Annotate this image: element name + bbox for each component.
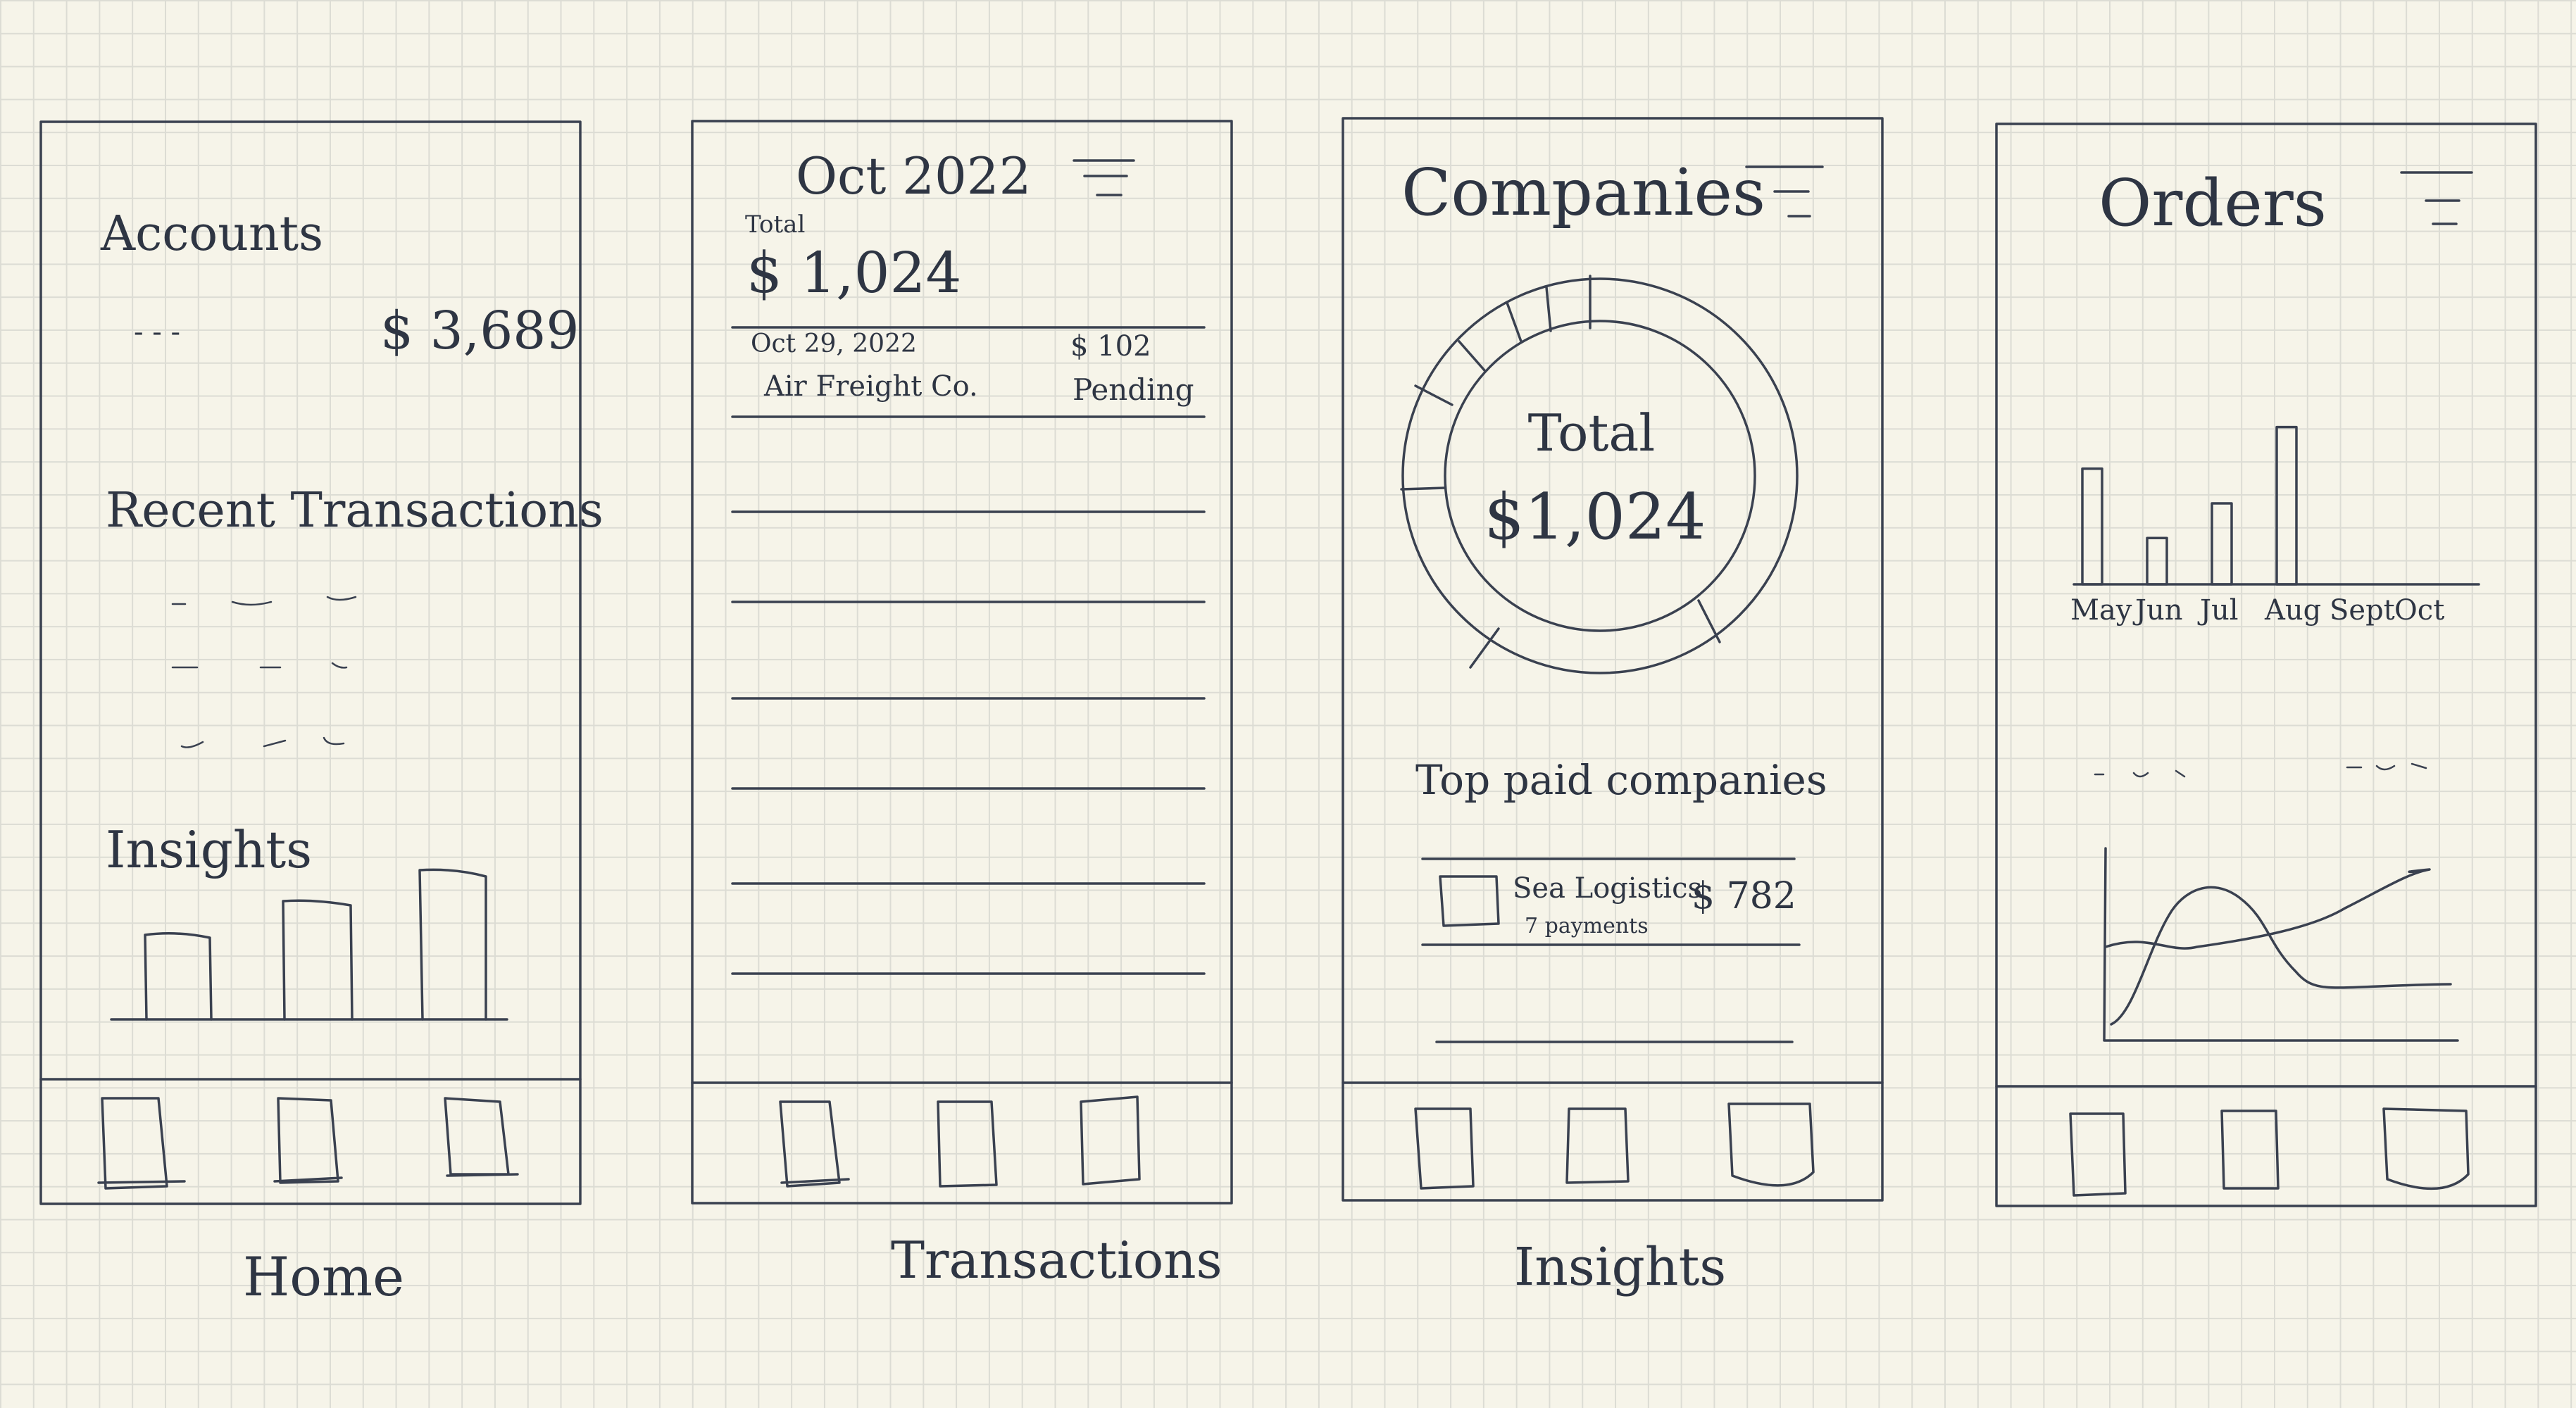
company-amount: $ 782	[1692, 875, 1796, 917]
companies-phone-frame	[1342, 117, 1884, 1202]
transactions-screen: Oct 2022 Total $ 1,024 Oct 29, 2022 $ 10…	[691, 120, 1233, 1290]
x-tick-label: Jun	[2132, 594, 2183, 627]
home-insight-bar	[144, 932, 213, 1021]
donut-total-label: Total	[1528, 403, 1656, 463]
home-tab-bar	[97, 1097, 519, 1190]
tab-square-icon[interactable]	[2069, 1112, 2127, 1197]
company-logo-icon	[1439, 875, 1500, 927]
home-recent-placeholder-marks	[171, 596, 357, 748]
transactions-screen-caption: Transactions	[891, 1231, 1223, 1290]
companies-donut-chart[interactable]: Total $1,024	[1400, 275, 1799, 674]
home-phone-frame	[39, 120, 582, 1205]
bar-aug[interactable]	[2275, 425, 2298, 586]
line-series	[2110, 886, 2452, 1026]
tab-square-icon[interactable]	[273, 1097, 343, 1184]
transaction-date: Oct 29, 2022	[751, 329, 917, 358]
transactions-tab-bar	[779, 1095, 1141, 1188]
donut-total-amount: $1,024	[1484, 480, 1706, 554]
tab-square-icon[interactable]	[1727, 1102, 1815, 1187]
home-accounts-title: Accounts	[100, 206, 323, 262]
transaction-status: Pending	[1073, 372, 1194, 407]
orders-line-chart[interactable]	[2103, 847, 2459, 1042]
transaction-amount: $ 102	[1070, 330, 1151, 363]
x-tick-label: Aug	[2264, 594, 2321, 627]
transactions-total-label: Total	[745, 210, 805, 239]
orders-line-legend-placeholder	[2094, 762, 2427, 778]
x-tick-label: Oct	[2394, 594, 2444, 627]
transaction-list-rows	[731, 415, 1206, 975]
bar-jun[interactable]	[2146, 536, 2168, 586]
tab-square-icon[interactable]	[1080, 1095, 1141, 1186]
transactions-phone-frame	[691, 120, 1233, 1205]
home-accounts-placeholder: - - -	[134, 316, 180, 348]
transaction-merchant: Air Freight Co.	[763, 370, 978, 403]
company-name: Sea Logistics	[1513, 872, 1702, 905]
transactions-total-amount: $ 1,024	[746, 240, 961, 306]
companies-screen: Companies Total $1,024 Top paid companie…	[1342, 117, 1884, 1297]
tab-square-icon[interactable]	[779, 1100, 850, 1188]
home-insights-title: Insights	[106, 820, 312, 879]
x-tick-label: May	[2070, 594, 2132, 627]
donut-inner-ring	[1444, 320, 1756, 632]
companies-tab-bar	[1414, 1102, 1815, 1190]
tab-square-icon[interactable]	[97, 1097, 186, 1190]
orders-phone-frame	[1995, 122, 2537, 1207]
home-accounts-amount[interactable]: $ 3,689	[380, 301, 579, 361]
transaction-row[interactable]: Oct 29, 2022 $ 102 Air Freight Co. Pendi…	[751, 329, 1194, 407]
companies-title: Companies	[1401, 155, 1765, 230]
filter-menu-icon[interactable]	[1073, 159, 1135, 196]
tab-square-icon[interactable]	[1565, 1107, 1630, 1184]
tab-square-icon[interactable]	[937, 1100, 998, 1188]
orders-title: Orders	[2099, 165, 2327, 241]
x-tick-label: Sept	[2330, 594, 2395, 627]
x-tick-label: Jul	[2197, 594, 2239, 627]
filter-menu-icon[interactable]	[2400, 171, 2473, 225]
home-recent-transactions-title: Recent Transactions	[106, 483, 604, 539]
tab-square-icon[interactable]	[1414, 1107, 1475, 1190]
home-insights-bars	[110, 868, 508, 1021]
orders-tab-bar	[2069, 1107, 2470, 1197]
tab-square-icon[interactable]	[2220, 1110, 2280, 1190]
transactions-month-title[interactable]: Oct 2022	[796, 146, 1031, 206]
home-screen-caption: Home	[243, 1245, 404, 1308]
line-series	[2104, 868, 2431, 950]
home-insight-bar	[418, 868, 487, 1021]
bar-jul[interactable]	[2211, 502, 2233, 586]
tab-square-icon[interactable]	[2382, 1107, 2470, 1190]
filter-menu-icon[interactable]	[1745, 165, 1824, 218]
line-chart-axes	[2103, 847, 2459, 1042]
bar-may[interactable]	[2081, 467, 2103, 586]
company-list-item[interactable]: Sea Logistics 7 payments $ 782	[1439, 872, 1796, 938]
donut-segment-dividers	[1400, 275, 1721, 669]
insights-screen-caption: Insights	[1514, 1237, 1726, 1297]
company-payments: 7 payments	[1525, 914, 1649, 938]
top-paid-companies-title: Top paid companies	[1415, 756, 1827, 804]
tab-square-icon[interactable]	[444, 1097, 519, 1177]
home-insight-bar	[282, 899, 354, 1021]
home-screen: Accounts - - - $ 3,689 Recent Transactio…	[39, 120, 604, 1308]
donut-outer-ring	[1401, 277, 1799, 674]
